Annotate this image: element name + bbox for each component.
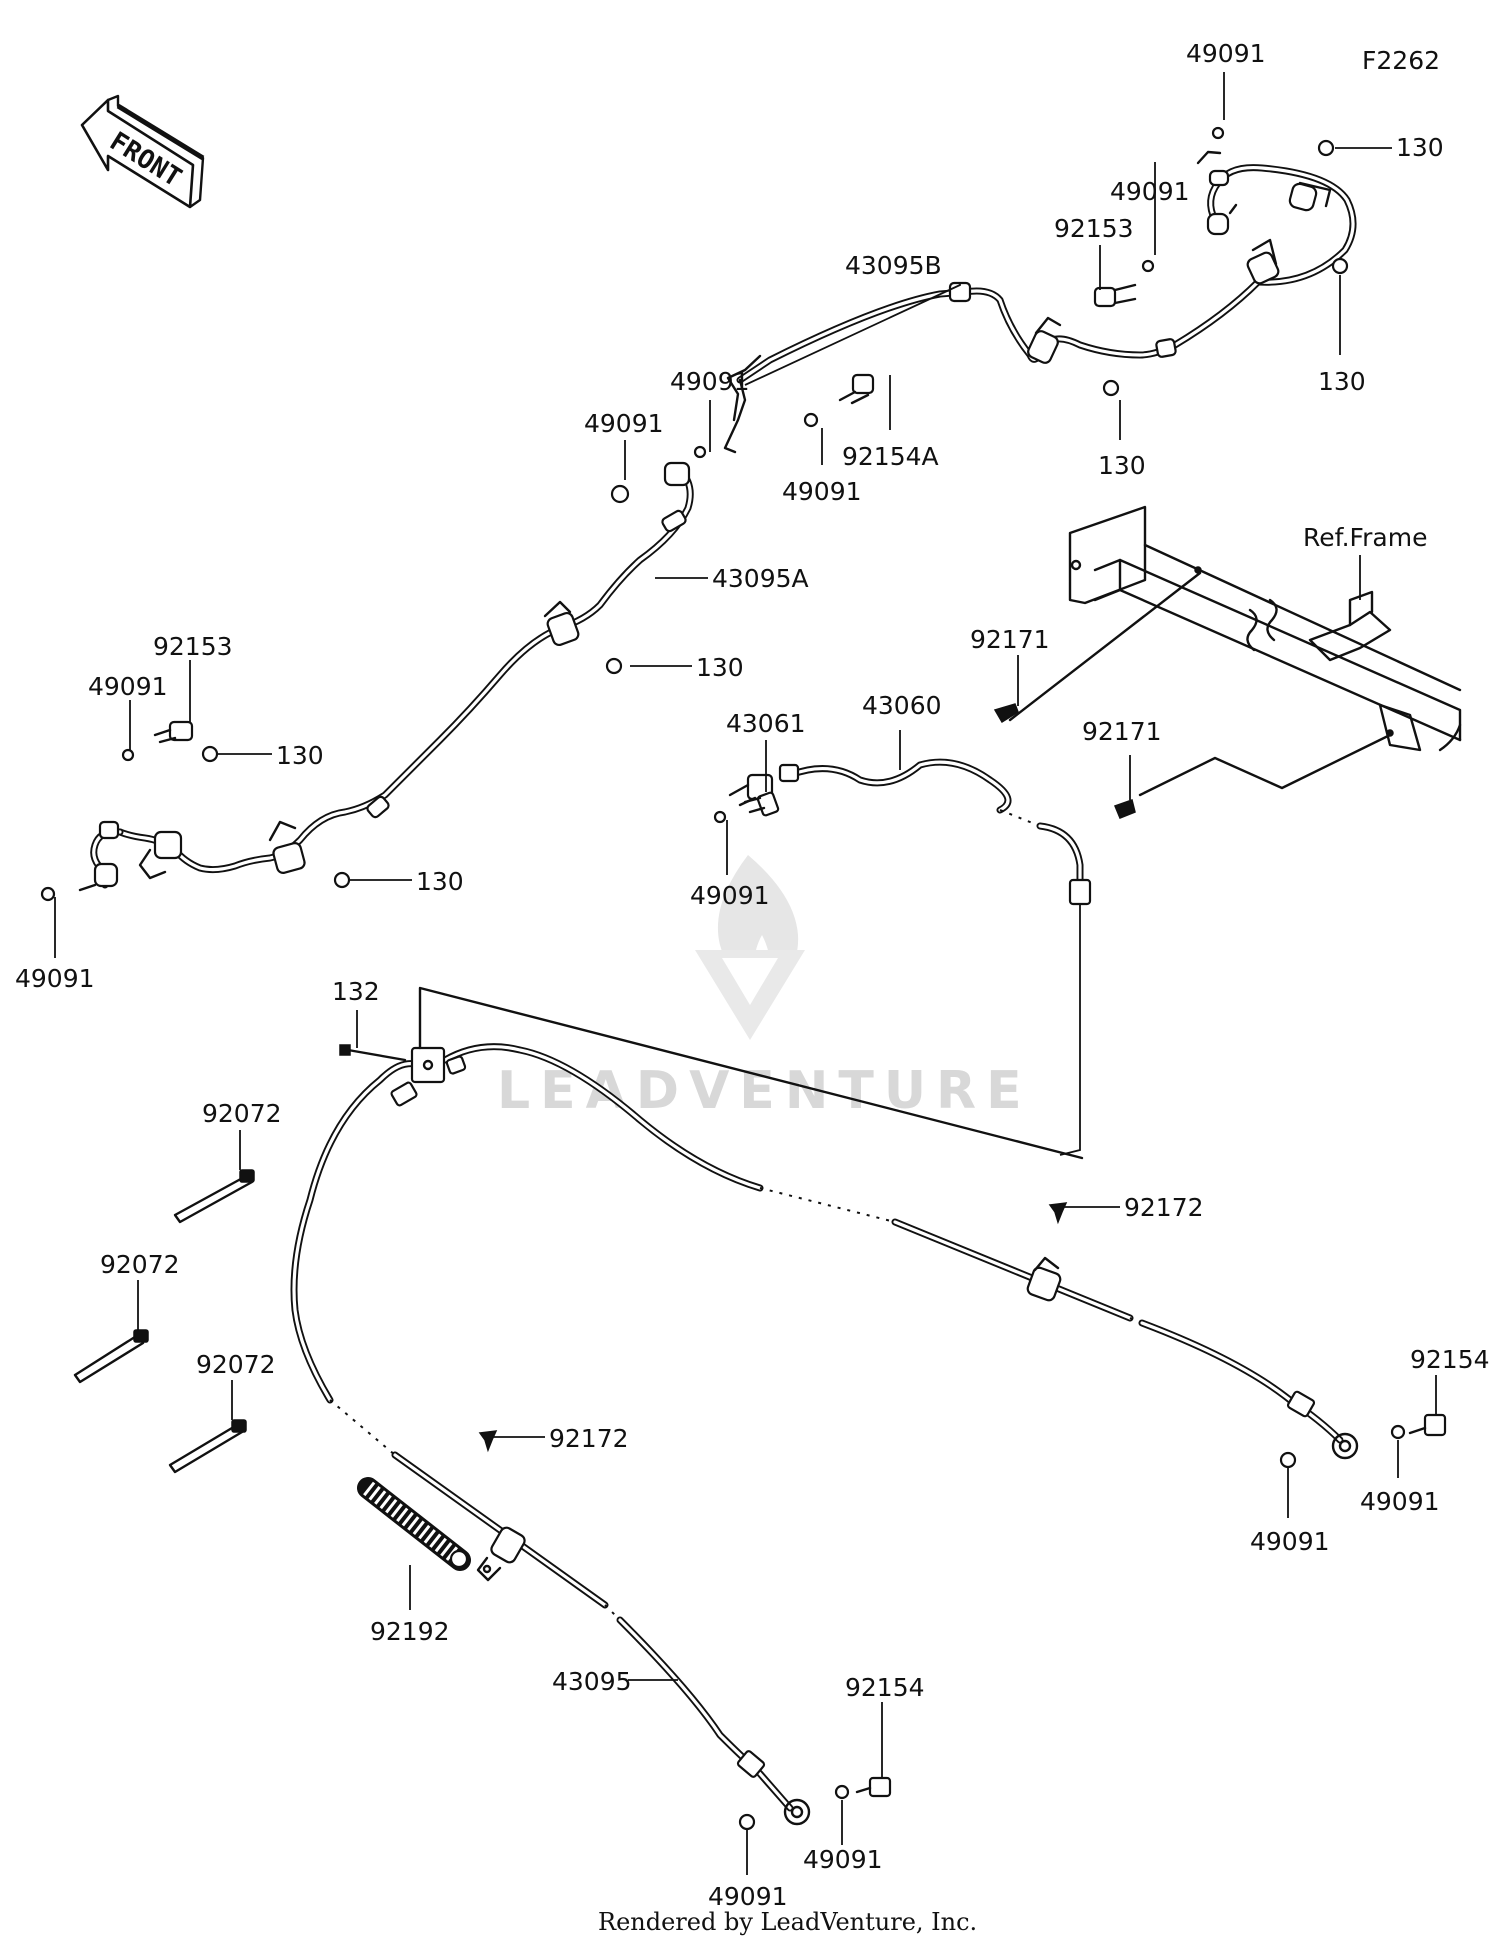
cable-tie-middle <box>73 1329 149 1384</box>
brake-pipe-43060 <box>743 758 1092 1156</box>
brake-pipe-43095B <box>723 238 1280 454</box>
callout-49091: 49091 <box>584 409 664 438</box>
callout-92172: 92172 <box>549 1424 629 1453</box>
callout-92072: 92072 <box>100 1250 180 1279</box>
callout-130: 130 <box>696 653 744 682</box>
callout-130: 130 <box>1396 133 1444 162</box>
callout-92072: 92072 <box>202 1099 282 1128</box>
callout-130: 130 <box>1318 367 1366 396</box>
callout-92171: 92171 <box>1082 717 1162 746</box>
cable-tie-upper <box>173 1169 255 1224</box>
callout-labels: 49091 130 49091 92153 130 43095B 130 490… <box>15 39 1490 1911</box>
callout-43095a: 43095A <box>712 564 809 593</box>
callout-130: 130 <box>1098 451 1146 480</box>
callout-49091: 49091 <box>1360 1487 1440 1516</box>
footer-credit: Rendered by LeadVenture, Inc. <box>598 1908 977 1936</box>
callout-43060: 43060 <box>862 691 942 720</box>
callout-92154: 92154 <box>1410 1345 1490 1374</box>
callout-49091: 49091 <box>690 881 770 910</box>
callout-130: 130 <box>416 867 464 896</box>
callout-49091: 49091 <box>803 1845 883 1874</box>
callout-92172: 92172 <box>1124 1193 1204 1222</box>
leadventure-watermark: LEADVENTURE <box>497 855 1032 1121</box>
callout-92192: 92192 <box>370 1617 450 1646</box>
diagram-code: F2262 <box>1362 46 1440 75</box>
callout-92153: 92153 <box>153 632 233 661</box>
callout-92154a: 92154A <box>842 442 939 471</box>
callout-49091: 49091 <box>88 672 168 701</box>
brake-cable-43095 <box>290 986 1359 1826</box>
callout-49091: 49091 <box>1250 1527 1330 1556</box>
front-direction-arrow: FRONT <box>80 94 205 209</box>
callout-43095b: 43095B <box>845 251 942 280</box>
clip-92171-upper <box>993 571 1202 724</box>
callout-43095: 43095 <box>552 1667 632 1696</box>
callout-49091: 49091 <box>15 964 95 993</box>
callout-49091: 49091 <box>1110 177 1190 206</box>
callout-130: 130 <box>276 741 324 770</box>
callout-92072: 92072 <box>196 1350 276 1379</box>
callout-49091: 49091 <box>670 367 750 396</box>
hardware-items <box>40 126 1349 902</box>
callout-92154: 92154 <box>845 1673 925 1702</box>
reference-frame: Ref.Frame <box>1068 505 1462 752</box>
callout-49091: 49091 <box>1186 39 1266 68</box>
callout-92153: 92153 <box>1054 214 1134 243</box>
frame-ref-label: Ref.Frame <box>1303 523 1427 552</box>
clip-92171-lower <box>1114 733 1392 819</box>
callout-92171: 92171 <box>970 625 1050 654</box>
callout-43061: 43061 <box>726 709 806 738</box>
callout-leaders <box>54 72 1437 1875</box>
callout-49091: 49091 <box>782 477 862 506</box>
brake-pipe-43095A <box>78 461 694 892</box>
watermark-text: LEADVENTURE <box>497 1061 1032 1121</box>
cable-end-hardware <box>478 1202 1447 1831</box>
cable-tie-lower <box>168 1419 247 1474</box>
spring-92192 <box>357 1477 471 1571</box>
callout-49091: 49091 <box>708 1882 788 1911</box>
callout-132: 132 <box>332 977 380 1006</box>
brake-pipe-right-front <box>1196 150 1357 286</box>
